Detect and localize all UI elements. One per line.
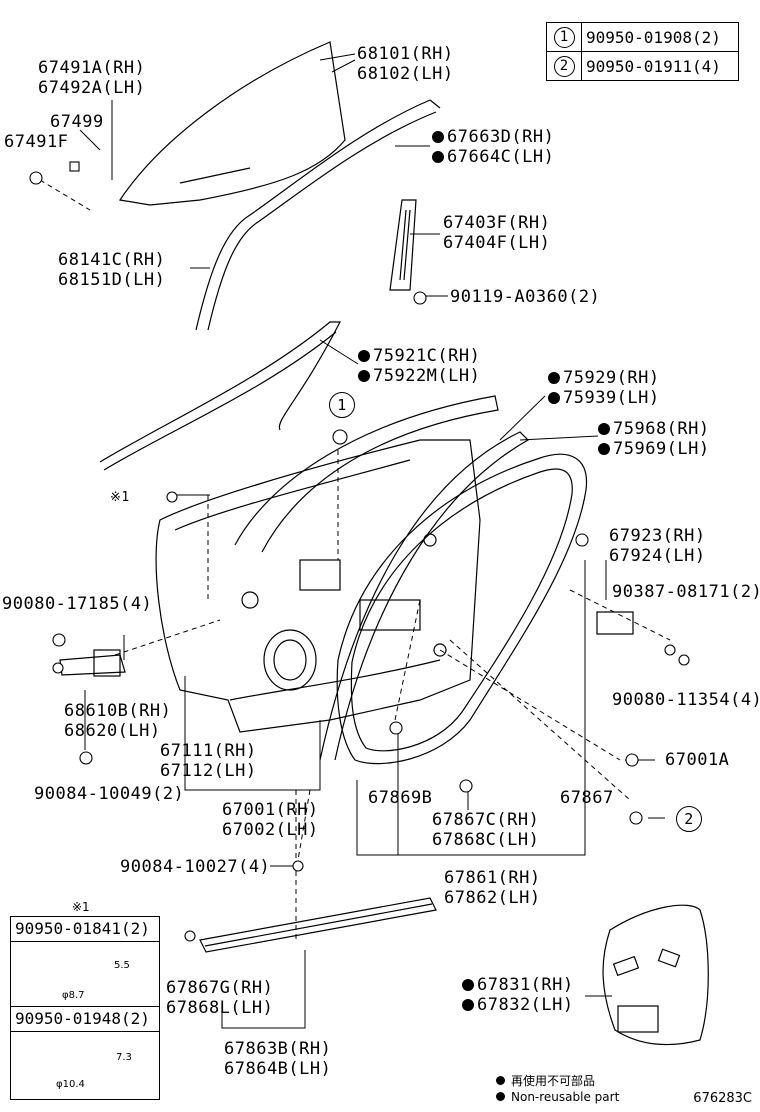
label-68141c: 68141C(RH) xyxy=(58,250,166,270)
label-67832: 67832(LH) xyxy=(462,995,574,1015)
legend-row: 2 90950-01911(4) xyxy=(546,51,739,81)
non-reusable-dot-icon xyxy=(358,370,370,382)
label-67868l: 67868L(LH) xyxy=(166,998,274,1018)
non-reusable-dot-icon xyxy=(462,999,474,1011)
label-67664c: 67664C(LH) xyxy=(432,147,554,167)
non-reusable-dot-icon xyxy=(496,1076,505,1085)
non-reusable-dot-icon xyxy=(358,350,370,362)
non-reusable-dot-icon xyxy=(548,372,560,384)
non-reusable-dot-icon xyxy=(496,1092,505,1101)
label-68102: 68102(LH) xyxy=(357,64,454,84)
label-67499: 67499 xyxy=(50,112,104,132)
label-67491f: 67491F xyxy=(4,132,69,152)
callout-circle-1: 1 xyxy=(329,392,355,418)
legend-circle-number: 1 xyxy=(553,27,575,48)
clip-inset-1: 90950-01841(2) xyxy=(10,916,160,1008)
label-67924: 67924(LH) xyxy=(609,546,706,566)
legend-part-number: 90950-01908(2) xyxy=(581,22,739,52)
frame-moulding xyxy=(99,321,341,471)
label-90080-17185: 90080-17185(4) xyxy=(2,594,153,614)
door-panel xyxy=(155,439,481,733)
label-68151d: 68151D(LH) xyxy=(58,270,166,290)
clip-inset-1-part: 90950-01841(2) xyxy=(11,917,159,942)
callout-circle-2: 2 xyxy=(676,806,702,832)
label-67864b: 67864B(LH) xyxy=(224,1059,332,1079)
label-67923: 67923(RH) xyxy=(609,526,706,546)
label-75929: 75929(RH) xyxy=(548,368,660,388)
label-90119: 90119-A0360(2) xyxy=(450,287,601,307)
inset-note-mark: ※1 xyxy=(72,900,90,914)
label-note-1: ※1 xyxy=(110,490,130,505)
label-75969: 75969(LH) xyxy=(598,439,710,459)
door-check xyxy=(59,649,126,677)
label-75968: 75968(RH) xyxy=(598,419,710,439)
clip-inset-2-part: 90950-01948(2) xyxy=(11,1007,159,1032)
non-reusable-dot-icon xyxy=(598,443,610,455)
rear-lower-channel xyxy=(389,199,417,291)
label-67868c: 67868C(LH) xyxy=(432,830,540,850)
door-glass xyxy=(118,41,346,206)
label-90084-10027: 90084-10027(4) xyxy=(120,857,271,877)
label-68620: 68620(LH) xyxy=(64,721,161,741)
label-67862: 67862(LH) xyxy=(444,888,541,908)
non-reusable-dot-icon xyxy=(598,423,610,435)
clip-2-height: 7.3 xyxy=(116,1052,132,1063)
label-67867: 67867 xyxy=(560,788,614,808)
label-90387: 90387-08171(2) xyxy=(612,582,760,602)
footnote-cn: 再使用不可部品 xyxy=(496,1072,595,1089)
fastener-legend-table: 1 90950-01908(2) 2 90950-01911(4) xyxy=(546,22,739,81)
non-reusable-dot-icon xyxy=(432,131,444,143)
label-67663d: 67663D(RH) xyxy=(432,127,554,147)
label-67869b: 67869B xyxy=(368,788,433,808)
clip-1-diameter: φ8.7 xyxy=(62,990,85,1001)
label-67492a: 67492A(LH) xyxy=(38,78,146,98)
label-67863b: 67863B(RH) xyxy=(224,1039,332,1059)
non-reusable-dot-icon xyxy=(462,979,474,991)
clip-inset-2: 90950-01948(2) xyxy=(10,1006,160,1100)
label-68101: 68101(RH) xyxy=(357,44,454,64)
label-67002: 67002(LH) xyxy=(222,820,319,840)
lower-moulding xyxy=(199,897,437,953)
door-bracket xyxy=(596,611,634,635)
footnote-en: Non-reusable part xyxy=(496,1090,619,1104)
legend-circle-number: 2 xyxy=(553,56,575,77)
label-67867g: 67867G(RH) xyxy=(166,978,274,998)
label-67403f: 67403F(RH) xyxy=(443,213,551,233)
label-75921c: 75921C(RH) xyxy=(358,346,480,366)
label-67867c: 67867C(RH) xyxy=(432,810,540,830)
glass-run-channel xyxy=(195,99,441,331)
non-reusable-dot-icon xyxy=(432,151,444,163)
clip-1-height: 5.5 xyxy=(114,960,130,971)
label-67861: 67861(RH) xyxy=(444,868,541,888)
door-weatherstrip-main xyxy=(336,453,588,765)
label-67404f: 67404F(LH) xyxy=(443,233,551,253)
legend-part-number: 90950-01911(4) xyxy=(581,51,739,81)
illustration-reference: 676283C xyxy=(693,1091,752,1106)
label-67831: 67831(RH) xyxy=(462,975,574,995)
label-67112: 67112(LH) xyxy=(160,761,257,781)
label-75939: 75939(LH) xyxy=(548,388,660,408)
label-67491a: 67491A(RH) xyxy=(38,58,146,78)
non-reusable-dot-icon xyxy=(548,392,560,404)
label-90084-10049: 90084-10049(2) xyxy=(34,784,185,804)
label-90080-11354: 90080-11354(4) xyxy=(612,690,760,710)
label-75922m: 75922M(LH) xyxy=(358,366,480,386)
label-67111: 67111(RH) xyxy=(160,741,257,761)
label-67001a: 67001A xyxy=(665,750,730,770)
service-hole-cover xyxy=(602,904,709,1046)
legend-row: 1 90950-01908(2) xyxy=(546,22,739,52)
label-67001: 67001(RH) xyxy=(222,800,319,820)
clip-2-diameter: φ10.4 xyxy=(56,1079,85,1090)
label-68610b: 68610B(RH) xyxy=(64,701,172,721)
door-weatherstrip-outer xyxy=(234,395,529,761)
